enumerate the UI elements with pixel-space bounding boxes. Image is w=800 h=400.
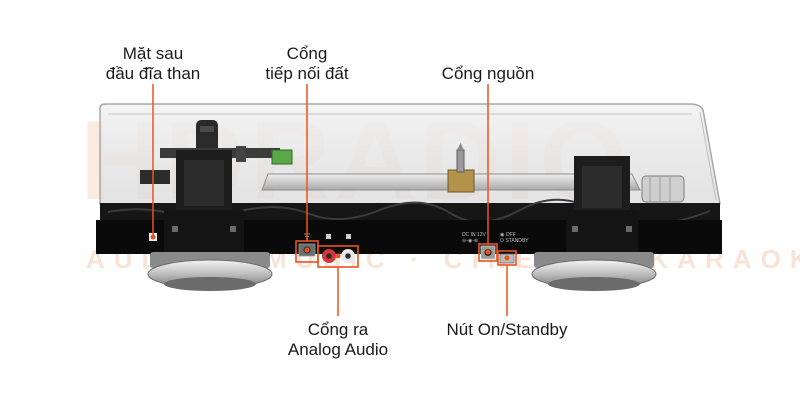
ground-port-label: Cổng tiếp nối đất [247, 44, 367, 84]
power-port-label: Cổng nguồn [441, 64, 535, 83]
rca-outputs [322, 234, 355, 263]
foot-right [531, 252, 657, 291]
power-spec-line-1: DC IN 12V [462, 232, 486, 238]
leader-dots [150, 234, 510, 261]
ground-port-label-line-1: Cổng [286, 44, 328, 63]
analog-port-label: Cổng ra Analog Audio [268, 320, 408, 360]
analog-port-label-line-1: Cổng ra [307, 320, 369, 339]
foot-left [147, 252, 273, 291]
speed-knob [641, 175, 685, 203]
rear-panel-label-line-2: đầu đĩa than [105, 64, 201, 83]
rear-panel-label: Mặt sau đầu đĩa than [93, 44, 213, 84]
standby-button-label: Nút On/Standby [446, 320, 568, 339]
standby-marks-text: ◉ OFF ⏻ STANDBY [500, 232, 529, 244]
power-spec-line-2: ⊖-◉-⊕ [462, 238, 479, 244]
standby-marks-line-1: ◉ OFF [500, 232, 516, 238]
standby-marks-line-2: ⏻ STANDBY [500, 238, 529, 244]
right-hinge [566, 156, 638, 252]
power-spec-text: DC IN 12V ⊖-◉-⊕ [462, 232, 486, 244]
platter [261, 143, 641, 193]
rear-panel-label-line-1: Mặt sau [122, 44, 184, 63]
leader-lines [152, 84, 508, 316]
left-hinge [164, 150, 244, 252]
ground-port-label-line-2: tiếp nối đất [265, 64, 349, 83]
analog-port-label-line-2: Analog Audio [287, 340, 389, 359]
